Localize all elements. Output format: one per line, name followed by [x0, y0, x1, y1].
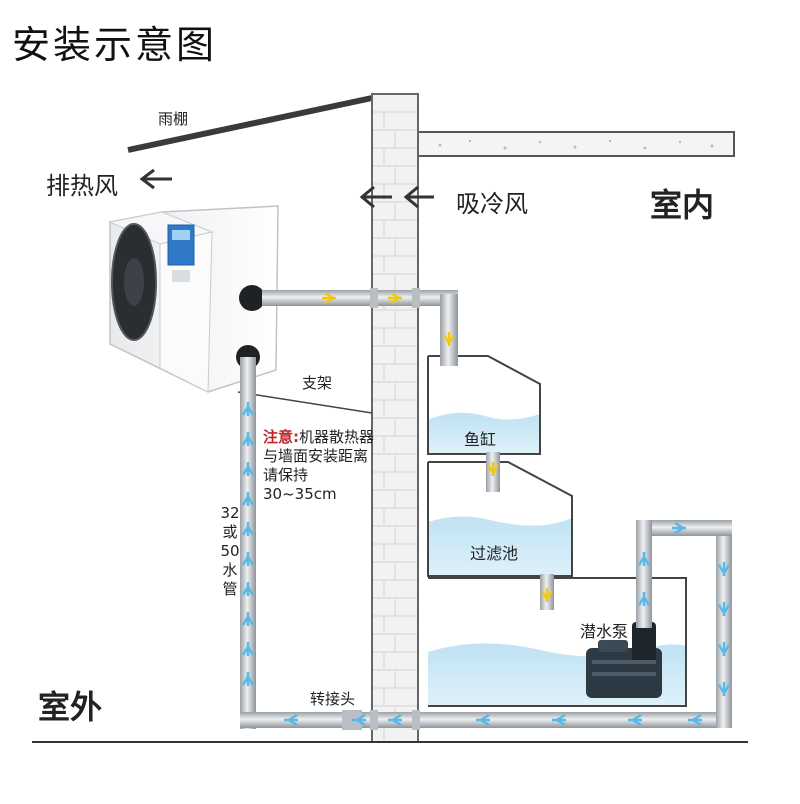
flow-arrows — [241, 291, 731, 727]
intake-arrow-icon — [359, 185, 434, 209]
canopy-bar — [127, 95, 373, 153]
pipe-size-line: 管 — [222, 580, 238, 598]
note-warning: 注意: — [263, 428, 299, 446]
ceiling-slab — [417, 131, 735, 157]
filter-tank-label: 过滤池 — [470, 544, 519, 563]
fish-tank-label: 鱼缸 — [464, 430, 497, 449]
outlet-port — [239, 285, 265, 311]
bracket-line — [237, 391, 373, 414]
exhaust-arrow-icon — [139, 168, 172, 190]
exhaust-label: 排热风 — [46, 172, 118, 200]
intake-label: 吸冷风 — [456, 190, 528, 218]
pipe-size-line: 水 — [222, 561, 238, 579]
submersible-pump — [586, 622, 662, 698]
pump-label: 潜水泵 — [580, 622, 629, 641]
pipe-size-line: 50 — [220, 542, 240, 560]
pipe-size-line: 32 — [220, 504, 240, 522]
pipe-size-label: 32 或 50 水 管 — [218, 504, 242, 599]
indoor-label: 室内 — [650, 186, 715, 224]
canopy-label: 雨棚 — [158, 110, 189, 128]
note-body: 机器散热器与墙面安装距离请保持30~35cm — [263, 428, 375, 503]
heat-pump-unit — [108, 205, 279, 393]
bracket-label: 支架 — [302, 374, 333, 392]
fish-tank — [427, 355, 541, 455]
pipe-size-line: 或 — [222, 523, 238, 541]
outdoor-label: 室外 — [38, 688, 103, 726]
page-title: 安装示意图 — [12, 23, 218, 67]
adapter-label: 转接头 — [310, 690, 356, 708]
install-note: 注意:机器散热器与墙面安装距离请保持30~35cm — [263, 428, 375, 504]
